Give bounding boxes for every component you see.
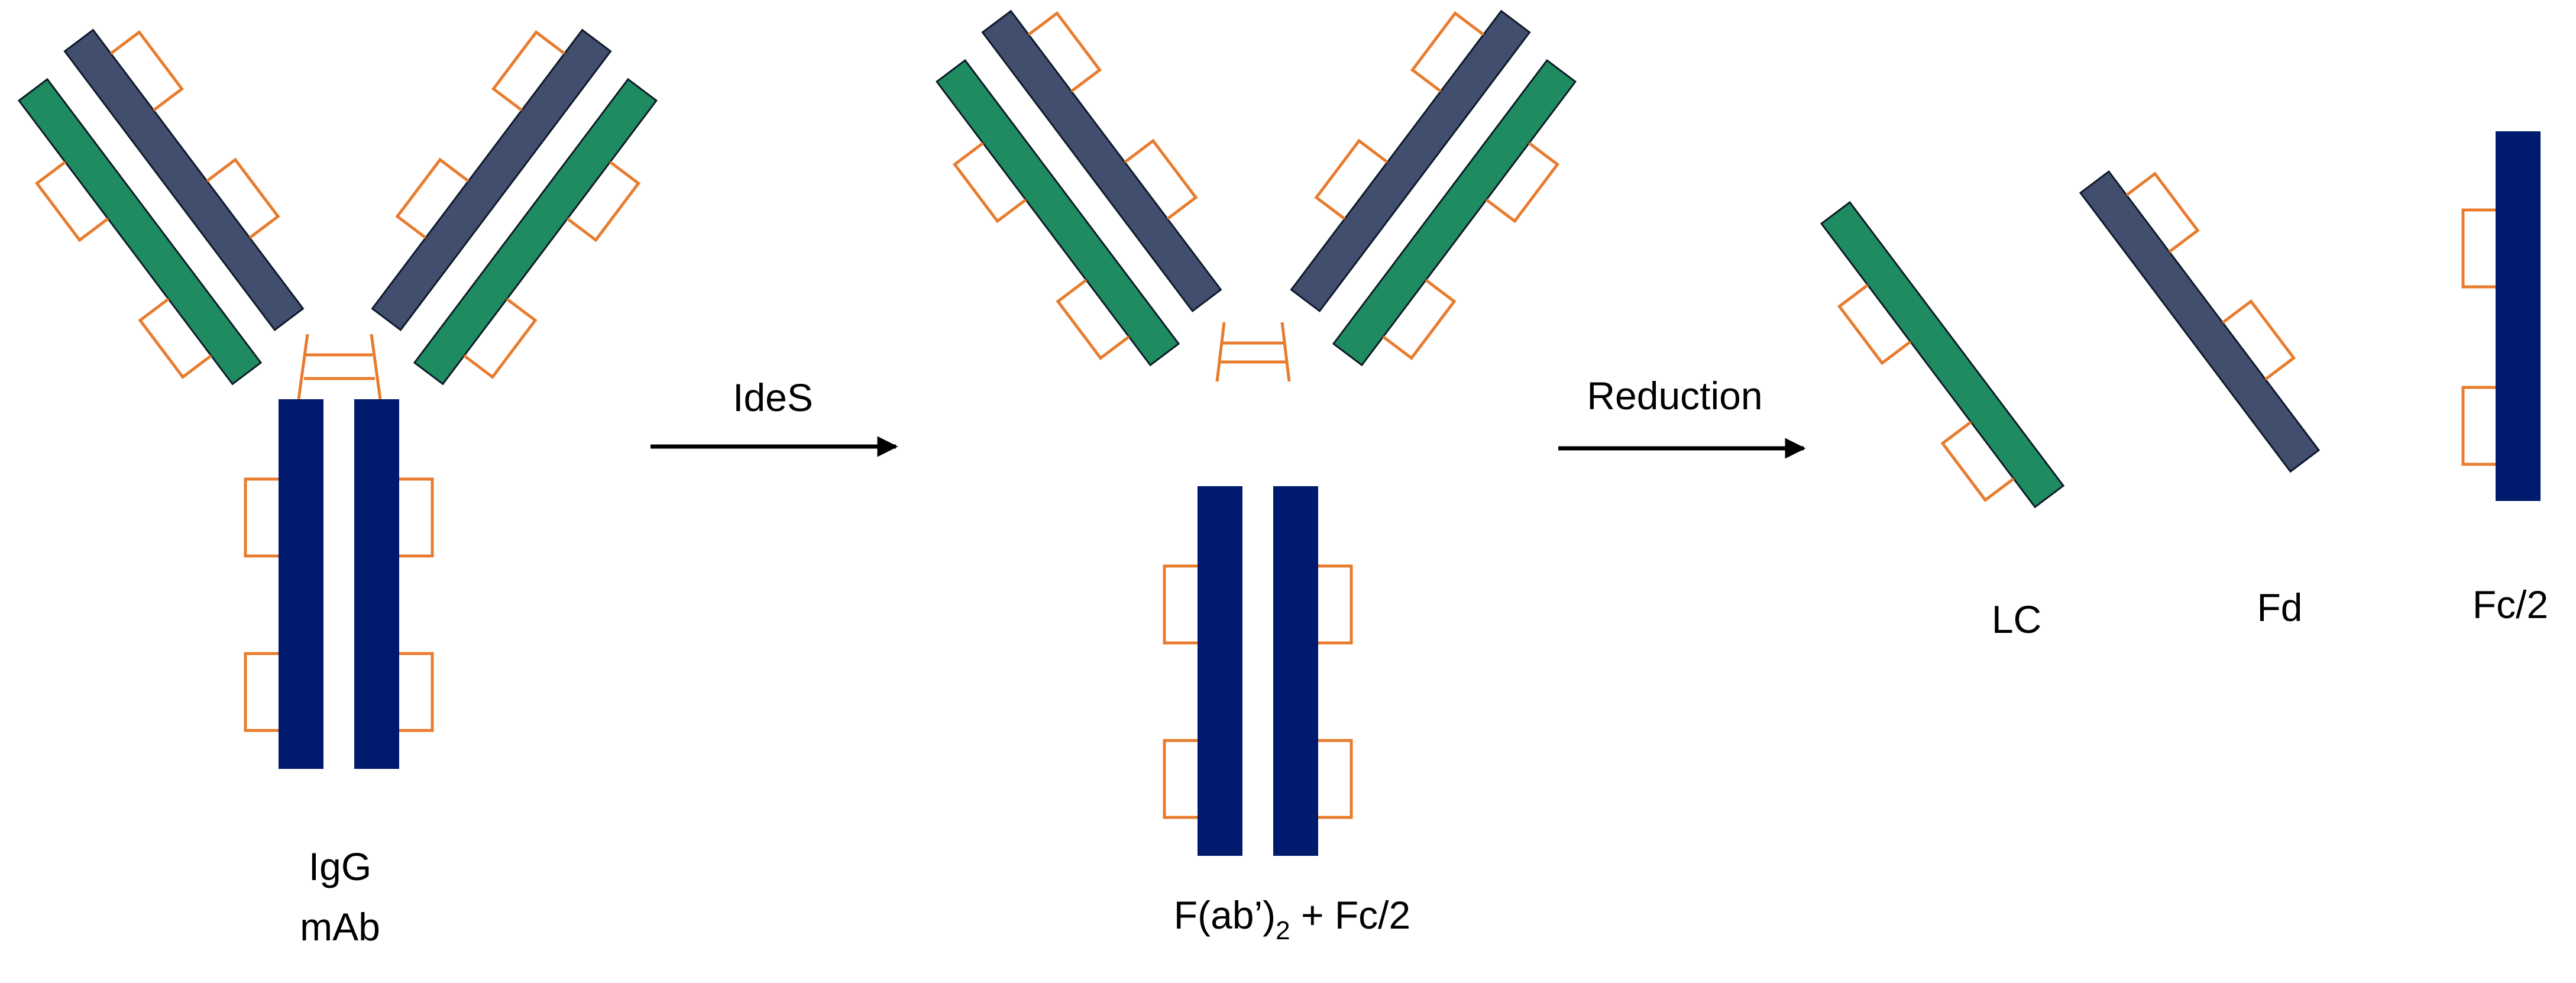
lc-label: LC — [1992, 597, 2041, 641]
igg-antibody — [0, 8, 692, 769]
igg-hinge-disulfides — [297, 334, 382, 400]
fd-subunit — [2079, 170, 2321, 473]
igg-fab-left — [0, 8, 342, 405]
fab2-fragment — [901, 0, 1611, 386]
fab2-arm-right — [1253, 0, 1611, 386]
igg-label-line1: IgG — [309, 845, 371, 888]
light-chain-subunit — [1820, 201, 2065, 509]
fab2-hinge-disulfides — [1215, 322, 1291, 382]
reduction-label: Reduction — [1587, 374, 1762, 418]
fab2-arm-left — [901, 0, 1260, 386]
fab2-label-subscript: 2 — [1276, 916, 1290, 945]
fc2-label: Fc/2 — [2473, 583, 2548, 626]
ides-label: IdeS — [733, 376, 813, 419]
igg-fab-right — [334, 8, 692, 405]
igg-label-line2: mAb — [300, 905, 380, 949]
fab2-fc2-label: F(ab’)2 + Fc/2 — [1174, 893, 1410, 945]
fc-half-fragments — [1164, 486, 1351, 856]
fab2-label-suffix: + Fc/2 — [1290, 893, 1411, 937]
fc-half-subunit — [2461, 131, 2541, 501]
fd-label: Fd — [2257, 586, 2302, 629]
igg-fc — [245, 399, 432, 769]
fab2-label-prefix: F(ab’) — [1174, 893, 1276, 937]
